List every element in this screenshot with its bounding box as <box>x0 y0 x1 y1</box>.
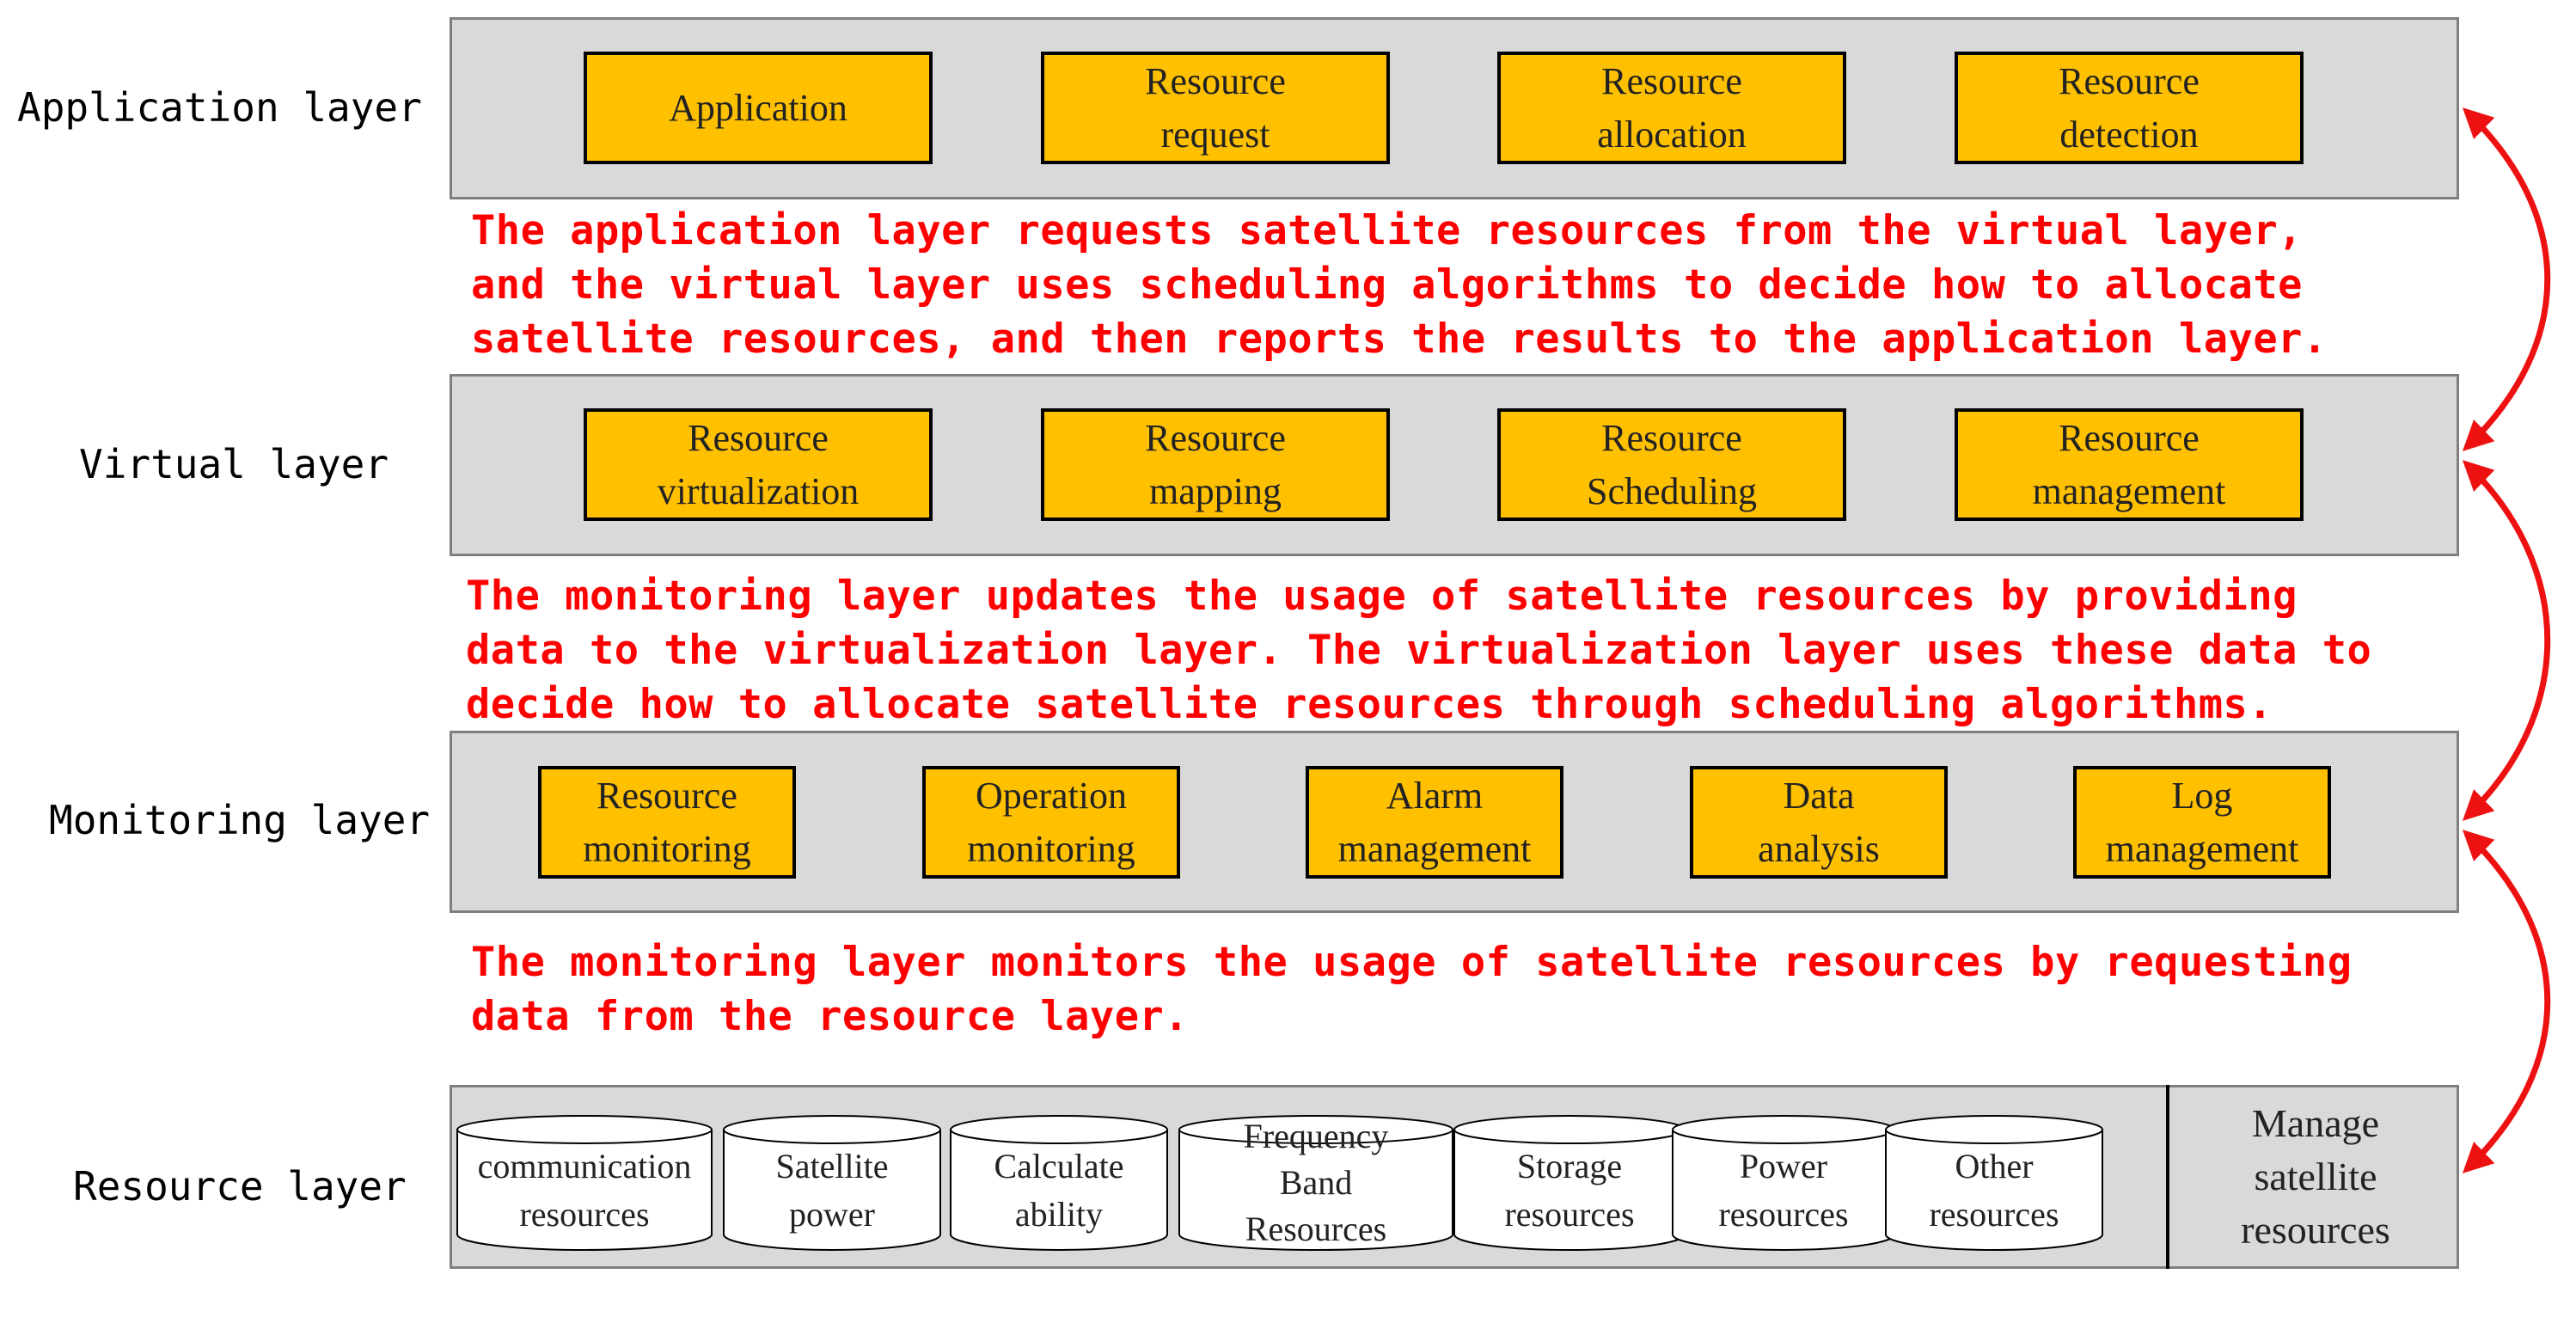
other-resources-cylinder: Other resources <box>1884 1114 2104 1252</box>
cylinder-shape <box>1672 1115 1895 1251</box>
frequency-band-resources-cylinder: Frequency Band Resources <box>1178 1114 1454 1252</box>
manage-satellite-resources: Manage satellite resources <box>2166 1085 2462 1269</box>
cylinder-shape <box>1885 1115 2103 1251</box>
calculate-ability-cylinder: Calculate ability <box>949 1114 1169 1252</box>
cylinder-shape <box>1453 1115 1686 1251</box>
resource-virtualization-box: Resource virtualization <box>584 408 933 521</box>
alarm-management-box: Alarm management <box>1306 766 1563 879</box>
cylinder-label: Power resources <box>1718 1147 1849 1234</box>
satellite-power-cylinder: Satellite power <box>722 1114 942 1252</box>
resource-management-box: Resource management <box>1955 408 2304 521</box>
cylinder-shape <box>456 1115 713 1251</box>
resource-monitoring-box: Resource monitoring <box>538 766 796 879</box>
layer-label-monitoring: Monitoring layer <box>49 797 431 843</box>
cylinder-label: communication resources <box>477 1147 692 1234</box>
power-resources-cylinder: Power resources <box>1671 1114 1896 1252</box>
log-management-box: Log management <box>2073 766 2331 879</box>
resource-request-box: Resource request <box>1041 52 1390 164</box>
storage-resources-cylinder: Storage resources <box>1453 1114 1686 1252</box>
arrow-virtual-monitoring <box>2462 460 2551 821</box>
layer-label-application: Application layer <box>17 84 422 131</box>
arrow-monitoring-resource <box>2462 830 2551 1173</box>
application-box: Application <box>584 52 933 164</box>
resource-allocation-box: Resource allocation <box>1497 52 1846 164</box>
layer-label-virtual: Virtual layer <box>79 441 389 487</box>
cylinder-label: Frequency Band Resources <box>1243 1117 1389 1248</box>
note-monitoring-resource: The monitoring layer monitors the usage … <box>471 939 2353 1040</box>
cylinder-label: Satellite power <box>775 1147 889 1234</box>
resource-detection-box: Resource detection <box>1955 52 2304 164</box>
layer-label-resource: Resource layer <box>73 1163 407 1210</box>
cylinder-shape <box>1178 1115 1453 1251</box>
cylinder-shape <box>723 1115 941 1251</box>
note-application-virtual: The application layer requests satellite… <box>471 207 2328 363</box>
arrow-application-virtual <box>2462 107 2551 451</box>
cylinder-label: Other resources <box>1929 1147 2059 1234</box>
cylinder-shape <box>950 1115 1168 1251</box>
resource-scheduling-box: Resource Scheduling <box>1497 408 1846 521</box>
operation-monitoring-box: Operation monitoring <box>922 766 1180 879</box>
note-virtual-monitoring: The monitoring layer updates the usage o… <box>466 573 2372 728</box>
communication-resources-cylinder: communication resources <box>456 1114 713 1252</box>
cylinder-label: Calculate ability <box>994 1147 1124 1234</box>
cylinder-label: Storage resources <box>1504 1147 1635 1234</box>
resource-mapping-box: Resource mapping <box>1041 408 1390 521</box>
data-analysis-box: Data analysis <box>1690 766 1948 879</box>
